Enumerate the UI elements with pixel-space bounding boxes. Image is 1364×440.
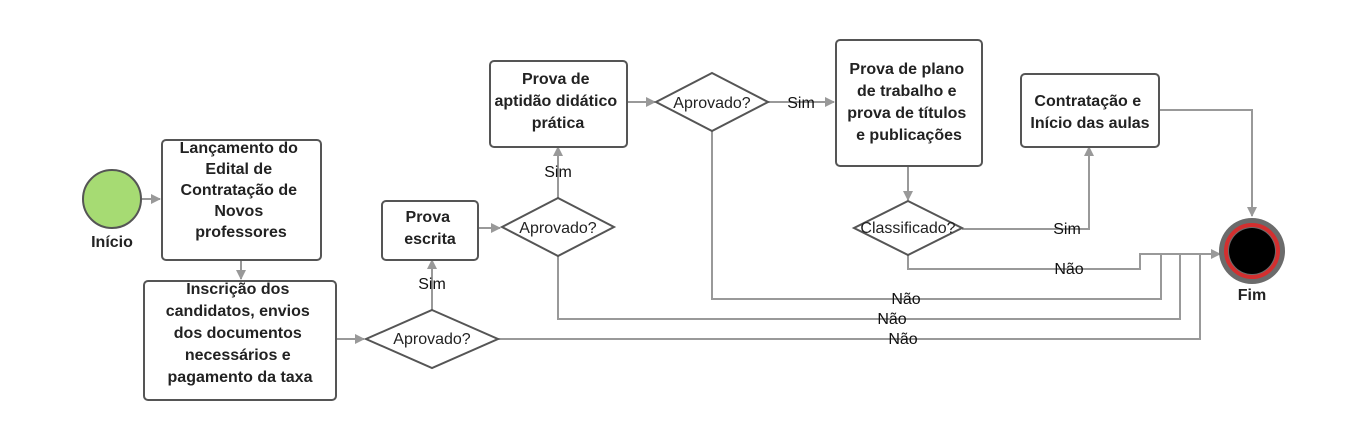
edge-aprovado1-nao	[498, 254, 1201, 340]
edge-aprovado3-nao	[711, 131, 1162, 300]
start-label: Início	[91, 234, 133, 251]
start-circle	[82, 169, 142, 229]
decision-aprovado-3-label: Aprovado?	[673, 95, 750, 112]
edge-label-nao-aprovado2: Não	[877, 311, 906, 328]
edge-label-sim-aprovado2: Sim	[544, 164, 572, 181]
box-inscricao-line: candidatos, envios	[166, 303, 310, 320]
edge-label-sim-aprovado1: Sim	[418, 276, 446, 293]
box-prova-escrita[interactable]: Prova escrita	[381, 200, 479, 261]
box-lancamento-line: Lançamento do	[180, 140, 298, 157]
end-red-ring	[1224, 223, 1280, 279]
decision-classificado-label: Classificado?	[860, 220, 955, 237]
edge-labels: Sim Sim Sim Sim Não Não Não Não	[418, 95, 1084, 348]
box-prova-plano-line: prova de títulos	[847, 105, 966, 122]
svg-text:Prova de plano de trabal: Prova de plano de trabalho e prova de tí…	[847, 61, 971, 144]
box-prova-aptidao-line: prática	[532, 115, 585, 132]
box-prova-plano-line: Prova de plano	[849, 61, 964, 78]
box-inscricao-line: Inscrição dos	[186, 281, 289, 298]
edge-classificado-nao	[907, 249, 1221, 270]
edge-aprovado2-nao	[557, 254, 1181, 320]
edge-label-sim-classificado: Sim	[1053, 221, 1081, 238]
box-lancamento-line: Contratação de	[181, 182, 298, 199]
box-lancamento-line: Edital de	[205, 161, 272, 178]
box-contratacao[interactable]: Contratação e Início das aulas	[1020, 73, 1160, 148]
box-prova-aptidao-line: aptidão didático	[494, 93, 617, 110]
edge-contratacao-fim	[1159, 109, 1257, 217]
svg-text:Prova de aptidão didátic: Prova de aptidão didático prática	[494, 71, 621, 132]
edges	[142, 97, 1257, 344]
box-prova-aptidao-line: Prova de	[522, 71, 590, 88]
box-prova-aptidao[interactable]: Prova de aptidão didático prática	[489, 60, 628, 148]
decision-aprovado-1-label: Aprovado?	[393, 331, 470, 348]
box-inscricao-line: necessários e	[185, 347, 291, 364]
box-lancamento[interactable]: Lançamento do Edital de Contratação de N…	[161, 139, 322, 261]
box-lancamento-line: professores	[195, 224, 287, 241]
box-prova-escrita-line: Prova	[406, 209, 451, 226]
edge-label-sim-aprovado3: Sim	[787, 95, 815, 112]
box-contratacao-line: Início das aulas	[1030, 115, 1149, 132]
edge-label-nao-aprovado1: Não	[888, 331, 917, 348]
decision-aprovado-3[interactable]: Aprovado?	[653, 71, 771, 133]
box-inscricao-line: dos documentos	[174, 325, 302, 342]
decision-aprovado-2-label: Aprovado?	[519, 220, 596, 237]
edge-classificado-contratacao	[962, 146, 1094, 230]
svg-text:Contratação e Início das: Contratação e Início das aulas	[1030, 93, 1149, 132]
end-label: Fim	[1238, 287, 1266, 304]
svg-text:Inscrição dos candidatos: Inscrição dos candidatos, envios dos doc…	[166, 281, 315, 386]
box-prova-escrita-line: escrita	[404, 231, 456, 248]
box-prova-plano-line: de trabalho e	[857, 83, 957, 100]
box-inscricao-line: pagamento da taxa	[168, 369, 313, 386]
edge-label-nao-classificado: Não	[1054, 261, 1083, 278]
edge-label-nao-aprovado3: Não	[891, 291, 920, 308]
svg-text:Lançamento do Edital de: Lançamento do Edital de Contratação de N…	[180, 140, 303, 241]
svg-text:Prova escrita: Prova escrita	[404, 209, 456, 248]
decision-classificado[interactable]: Classificado?	[851, 199, 965, 257]
start-node[interactable]: Início	[82, 169, 142, 251]
decision-aprovado-2[interactable]: Aprovado?	[499, 196, 617, 258]
decision-aprovado-1[interactable]: Aprovado?	[363, 308, 501, 370]
box-inscricao[interactable]: Inscrição dos candidatos, envios dos doc…	[143, 280, 337, 401]
box-prova-plano-line: e publicações	[856, 127, 962, 144]
box-contratacao-line: Contratação e	[1034, 93, 1141, 110]
end-core	[1229, 228, 1275, 274]
end-node[interactable]: Fim	[1219, 218, 1285, 304]
box-lancamento-line: Novos	[214, 203, 263, 220]
box-prova-plano[interactable]: Prova de plano de trabalho e prova de tí…	[835, 39, 983, 167]
